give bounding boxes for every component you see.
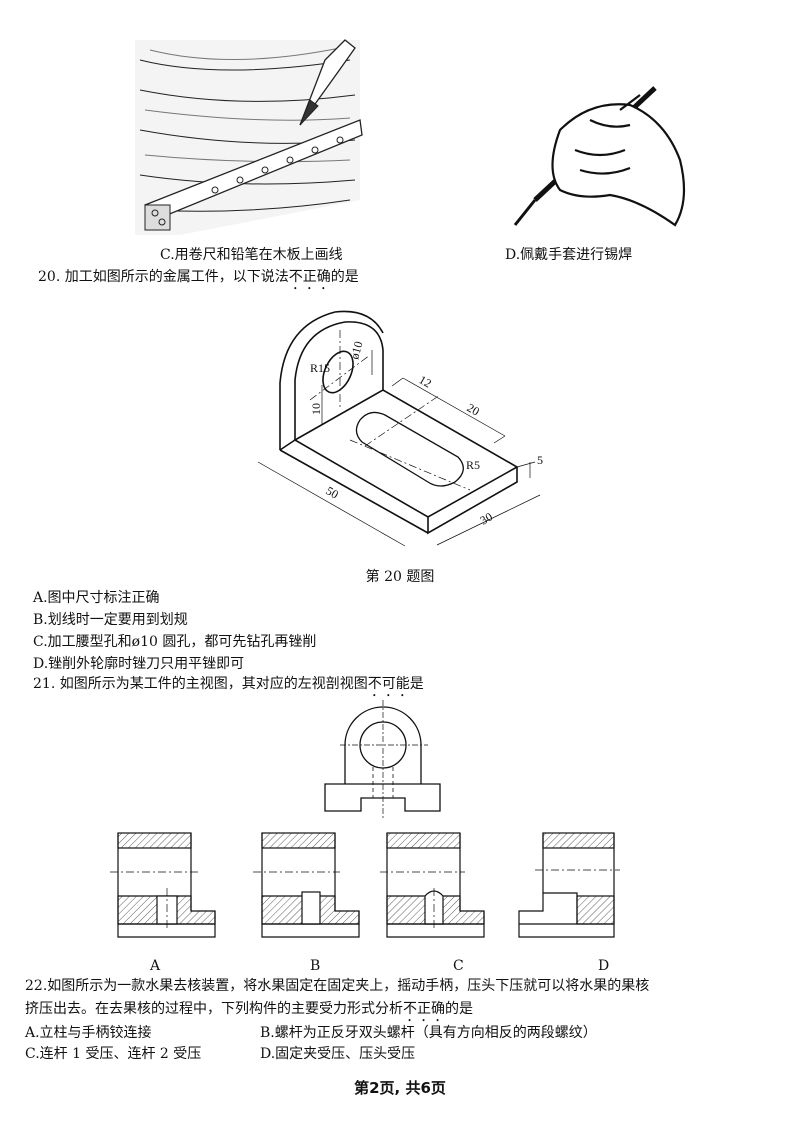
q21-option-d-view — [518, 832, 620, 938]
q22-stem-line2: 挤压出去。在去果核的过程中，下列构件的主要受力形式分析不正确的是 — [25, 1000, 473, 1025]
q22-option-c: C.连杆 1 受压、连杆 2 受压 — [25, 1046, 202, 1062]
caption-option-d: D.佩戴手套进行锡焊 — [505, 247, 633, 263]
dim-phi10: ø10 — [347, 340, 365, 361]
q20-stem-emphasis: 不正确 — [288, 269, 331, 285]
q20-stem-pre: 20. 加工如图所示的金属工件，以下说法 — [38, 269, 289, 285]
q20-option-d: D.锉削外轮廓时锉刀只用平锉即可 — [33, 656, 245, 672]
q21-option-c-view — [380, 832, 485, 938]
caption-option-c: C.用卷尺和铅笔在木板上画线 — [160, 247, 343, 263]
q21-label-a: A — [150, 958, 161, 974]
q20-option-b: B.划线时一定要用到划规 — [33, 612, 188, 628]
gloved-hand-soldering-illustration — [513, 86, 686, 227]
q22-option-a: A.立柱与手柄铰连接 — [25, 1025, 152, 1041]
dim-50: 50 — [324, 483, 341, 501]
q20-stem-post: 的是 — [330, 269, 359, 285]
dim-r5: R5 — [466, 458, 480, 472]
q21-option-b-view — [253, 832, 360, 938]
q21-label-d: D — [598, 958, 610, 974]
q21-stem-pre: 21. 如图所示为某工件的主视图，其对应的左视剖视图 — [33, 676, 368, 692]
q22-stem-line1: 22.如图所示为一款水果去核装置，将水果固定在固定夹上，摇动手柄，压头下压就可以… — [25, 978, 650, 994]
q22-option-d: D.固定夹受压、压头受压 — [260, 1046, 416, 1062]
dim-20: 20 — [465, 400, 482, 418]
q20-stem: 20. 加工如图所示的金属工件，以下说法不正确的是 — [38, 268, 359, 293]
q20-bracket-figure: R15 ø10 10 12 20 R5 5 50 30 — [257, 310, 543, 547]
page-footer: 第2页, 共6页 — [354, 1079, 446, 1097]
dim-10: 10 — [309, 403, 323, 415]
tape-measure-pencil-illustration — [135, 39, 363, 235]
q22-option-b: B.螺杆为正反牙双头螺杆（具有方向相反的两段螺纹） — [260, 1025, 597, 1041]
q20-option-c: C.加工腰型孔和ø10 圆孔，都可先钻孔再锉削 — [33, 634, 317, 650]
q21-stem-emphasis: 不可能 — [367, 676, 410, 692]
q20-figure-caption: 第 20 题图 — [365, 569, 435, 585]
dim-30: 30 — [478, 509, 495, 527]
q21-stem-post: 是 — [409, 676, 424, 692]
dim-5: 5 — [537, 453, 543, 467]
q21-stem: 21. 如图所示为某工件的主视图，其对应的左视剖视图不可能是 — [33, 675, 424, 700]
dim-12: 12 — [417, 372, 434, 390]
dim-r15: R15 — [310, 361, 330, 375]
q21-label-c: C — [453, 958, 464, 974]
q21-option-a-view — [110, 832, 216, 938]
q22-stem-pre: 挤压出去。在去果核的过程中，下列构件的主要受力形式分析 — [25, 1001, 403, 1017]
q21-label-b: B — [310, 958, 321, 974]
q22-stem-emphasis: 不正确 — [403, 1001, 445, 1017]
q22-stem-post: 的是 — [445, 1001, 473, 1017]
q21-main-view — [324, 700, 441, 818]
q20-option-a: A.图中尺寸标注正确 — [33, 590, 160, 606]
